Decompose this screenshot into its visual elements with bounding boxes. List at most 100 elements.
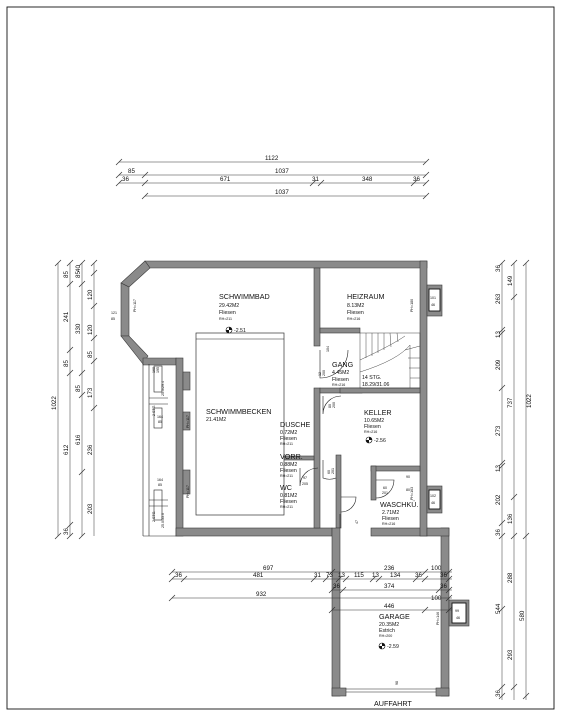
lightwell-waschku-inner — [428, 489, 441, 510]
label-schwimmbad: SCHWIMMBAD — [219, 292, 270, 301]
floor-dusche: Fliesen — [280, 436, 297, 442]
area-waschku: 2.71M2 — [382, 510, 399, 516]
dimension-chains: 1122 85 1037 36 671 31 348 36 1037 1022 … — [51, 155, 533, 700]
height-wc: RH=211 — [280, 505, 293, 509]
height-vorr: RH=211 — [280, 474, 293, 478]
dim-left-o36: 36 — [63, 528, 70, 535]
dim-mid-13a: 13 — [338, 572, 345, 579]
area-gang: 4.45M2 — [332, 370, 349, 376]
height-schwimmbad: RH=211 — [219, 317, 232, 321]
dim-left-o241: 241 — [63, 311, 70, 322]
stair-step-5 — [389, 332, 392, 348]
pool-window-a — [182, 371, 191, 391]
wall-garage-east — [440, 527, 450, 697]
dim-right-36a: 36 — [495, 265, 502, 272]
dim-top-36b: 36 — [413, 176, 420, 183]
small-164a: 164 — [157, 415, 163, 419]
dim-right-288: 288 — [507, 572, 514, 583]
wall-east — [419, 260, 428, 537]
dim-right-273: 273 — [495, 425, 502, 436]
parapet-garage: PH=146 — [436, 612, 440, 625]
floor-schwimmbad: Fliesen — [219, 310, 236, 316]
west-window-frame-bottom — [153, 489, 163, 521]
dim-left-m85b: 85 — [75, 385, 82, 392]
wall-waschku-north — [370, 465, 421, 472]
floor-vorr: Fliesen — [280, 468, 297, 474]
wall-west-stub — [142, 357, 177, 366]
dim-left-o85: 85 — [63, 271, 70, 278]
level-marker-garage — [378, 642, 386, 650]
area-keller: 10.65M2 — [364, 418, 384, 424]
dim-mid-73: 73 — [326, 572, 333, 579]
window-99: 99 — [455, 609, 459, 613]
label-garage: GARAGE — [379, 612, 410, 621]
stair-west-b: 2 STG. — [152, 511, 156, 522]
dim-top-31: 31 — [312, 176, 319, 183]
dim-mid-932: 932 — [256, 591, 267, 598]
dim-right-36c: 36 — [495, 690, 502, 697]
dim-right-36b: 36 — [495, 529, 502, 536]
wall-west-bay-lower-diagonal — [120, 335, 149, 365]
level-garage: -2.59 — [387, 644, 399, 650]
dim-mid-446: 446 — [384, 603, 395, 610]
stair-count: 14 STG. — [362, 375, 381, 381]
door-vorr — [322, 460, 337, 480]
dim-right-total: 1022 — [526, 394, 533, 408]
dim-left-i120b: 120 — [87, 324, 94, 335]
height-gang: RH=216 — [332, 383, 345, 387]
door-201b: 201 — [382, 491, 388, 495]
floor-heizraum: Fliesen — [347, 310, 364, 316]
dim-mid-115: 115 — [354, 572, 364, 579]
window-85: 85 — [111, 317, 115, 321]
area-garage: 20.35M2 — [379, 622, 399, 628]
parapet-west-bay: PH=117 — [133, 299, 137, 312]
dim-mid-36b: 36 — [415, 572, 422, 579]
dim-top-1037a: 1037 — [275, 168, 289, 175]
height-waschku: RH=216 — [382, 522, 395, 526]
small-85a: 85 — [158, 420, 162, 424]
label-keller: KELLER — [364, 408, 392, 417]
area-wc: 0.81M2 — [280, 493, 297, 499]
dim-top-36a: 36 — [122, 176, 129, 183]
small-90: 90 — [406, 475, 410, 479]
wall-garage-west — [331, 527, 341, 697]
area-dusche: 0.72M2 — [280, 430, 297, 436]
small-80: 80 — [406, 488, 410, 492]
dim-top-671: 671 — [220, 176, 231, 183]
dim-right-136: 136 — [507, 513, 514, 524]
parapet-heizraum: PH=180 — [410, 299, 414, 312]
dim-mid-36e: 36 — [440, 583, 447, 590]
dim-mid-481: 481 — [253, 572, 264, 579]
lightwell-heizraum-inner — [428, 288, 441, 312]
dim-left-m616: 616 — [75, 434, 82, 445]
level-marker-keller — [365, 436, 373, 444]
parapet-waschku: PH=163 — [410, 487, 414, 500]
dim-top-total: 1122 — [265, 155, 279, 162]
street-label: AUFFAHRT — [374, 699, 412, 708]
dim-top-348: 348 — [362, 176, 373, 183]
stair-west-a-rise: 25.5/29.4 — [161, 381, 165, 396]
pool-window-c — [182, 469, 191, 495]
dim-left-i120a: 120 — [87, 289, 94, 300]
dim-right-13a: 13 — [495, 331, 502, 338]
dim-right-293: 293 — [507, 649, 514, 660]
area-vorr: 0.88M2 — [280, 462, 297, 468]
wall-heizraum-south — [319, 327, 361, 334]
dim-left-i40: 40 — [75, 265, 82, 272]
dim-right-209: 209 — [495, 359, 502, 370]
wall-north — [144, 260, 428, 269]
dim-top-1037b: 1037 — [275, 189, 289, 196]
floor-keller: Fliesen — [364, 424, 381, 430]
dim-mid-36a: 36 — [175, 572, 182, 579]
dim-right-149: 149 — [507, 275, 514, 286]
spiral-staircase — [359, 332, 421, 389]
level-markers — [225, 326, 386, 650]
door-gang — [319, 349, 349, 379]
dim-mid-236: 236 — [384, 565, 395, 572]
lightwell-garage-inner — [451, 602, 467, 624]
dim-mid-697: 697 — [263, 565, 274, 572]
height-heizraum: RH=216 — [347, 317, 360, 321]
dim-left-m203: 203 — [87, 503, 94, 514]
dim-right-263: 263 — [495, 293, 502, 304]
